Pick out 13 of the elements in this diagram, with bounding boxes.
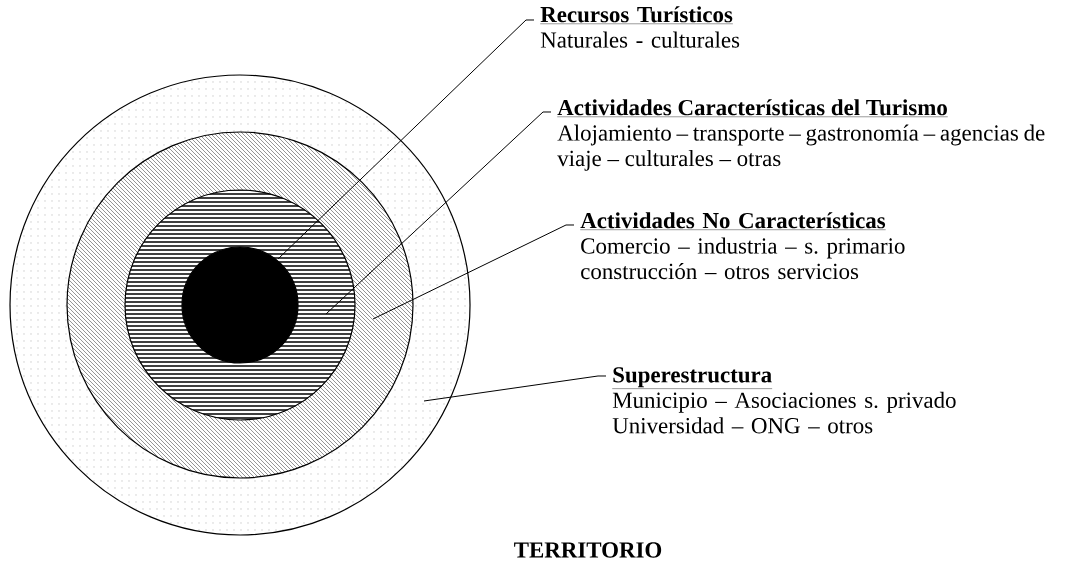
caption-label: TERRITORIO (514, 542, 662, 558)
leader-line (277, 19, 535, 260)
callout-heading: Actividades No Características (580, 212, 886, 230)
callout-text: Municipio – Asociaciones s. privado Universidad – ONG – otros (612, 391, 956, 434)
callout-heading: Recursos Turísticos (540, 6, 734, 24)
callout-text: Alojamiento – transporte – gastronomía – agencias de viaje – culturales – otras (557, 124, 1045, 171)
callout-text: Naturales - culturales (540, 31, 740, 48)
leader-line (372, 224, 575, 320)
leader-line (325, 111, 552, 315)
callout-heading: Superestructura (612, 367, 773, 389)
leader-line (423, 375, 607, 402)
callout-heading: Actividades Características del Turismo (557, 99, 948, 117)
callout-text: Comercio – industria – s. primario construcción – otros servicios (581, 237, 905, 280)
